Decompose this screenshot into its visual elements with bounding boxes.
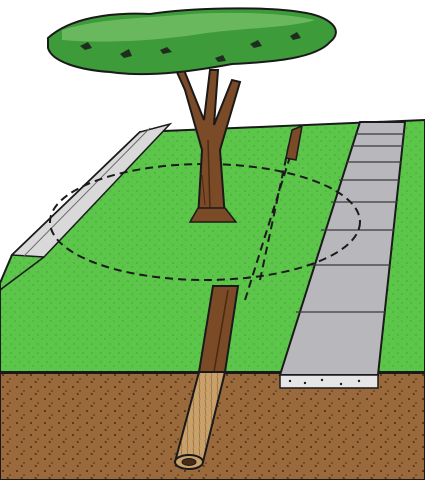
curb	[10, 122, 173, 258]
tree-icon	[47, 7, 337, 223]
pipe-icon	[173, 371, 227, 470]
